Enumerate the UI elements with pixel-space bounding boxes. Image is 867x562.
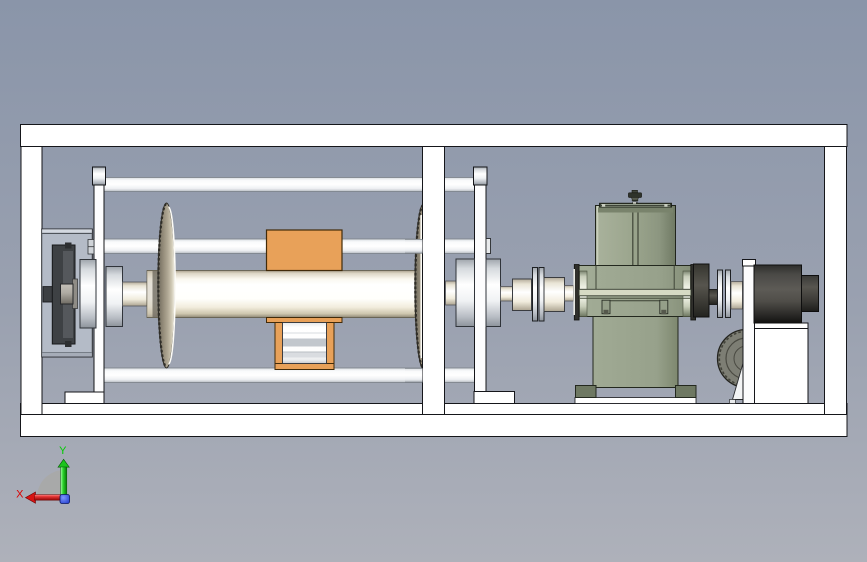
svg-text:Y: Y — [59, 445, 67, 457]
svg-text:X: X — [16, 489, 24, 501]
